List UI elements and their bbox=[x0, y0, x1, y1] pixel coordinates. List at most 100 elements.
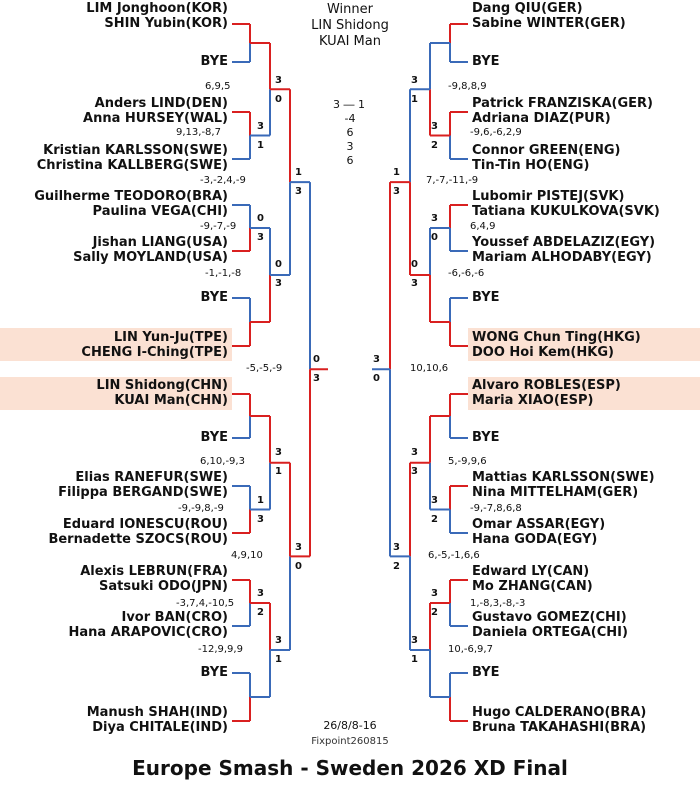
right-set-count: 3 bbox=[411, 278, 418, 289]
left-set-count: 3 bbox=[275, 278, 282, 289]
right-entry-9-player-2: Maria XIAO(ESP) bbox=[472, 393, 594, 408]
right-entry-7-bye: BYE bbox=[472, 290, 500, 305]
right-set-count: 3 bbox=[431, 588, 438, 599]
date-label: 26/8/8-16 bbox=[323, 719, 377, 732]
right-entry-5-player-2: Tatiana KUKULKOVA(SVK) bbox=[472, 204, 660, 219]
left-entry-16-player-2: Diya CHITALE(IND) bbox=[92, 720, 228, 735]
right-entry-9-player-1: Alvaro ROBLES(ESP) bbox=[472, 378, 621, 393]
left-entry-16-player-1: Manush SHAH(IND) bbox=[86, 705, 228, 720]
left-set-count: 3 bbox=[313, 373, 320, 384]
left-score: -9,-7,-9 bbox=[200, 221, 237, 232]
left-entry-4-player-2: Christina KALLBERG(SWE) bbox=[36, 158, 228, 173]
left-entry-8-player-2: CHENG I-Ching(TPE) bbox=[81, 345, 228, 360]
right-set-count: 3 bbox=[431, 213, 438, 224]
left-entry-13-player-2: Satsuki ODO(JPN) bbox=[99, 579, 228, 594]
right-set-count: 3 bbox=[411, 447, 418, 458]
right-entry-3-player-1: Patrick FRANZISKA(GER) bbox=[472, 96, 653, 111]
left-score: -3,7,4,-10,5 bbox=[176, 598, 235, 609]
right-set-count: 2 bbox=[393, 561, 400, 572]
right-entry-4-player-1: Connor GREEN(ENG) bbox=[472, 143, 621, 158]
left-set-count: 3 bbox=[257, 514, 264, 525]
left-entry-13-player-1: Alexis LEBRUN(FRA) bbox=[80, 564, 228, 579]
winner-player-2: KUAI Man bbox=[319, 34, 381, 49]
left-entry-11-player-1: Elias RANEFUR(SWE) bbox=[75, 470, 228, 485]
right-entry-8-player-1: WONG Chun Ting(HKG) bbox=[472, 330, 641, 345]
left-score: 6,10,-9,3 bbox=[200, 456, 245, 467]
left-score: -3,-2,4,-9 bbox=[200, 175, 246, 186]
left-entry-12-player-1: Eduard IONESCU(ROU) bbox=[62, 517, 228, 532]
left-set-count: 1 bbox=[295, 167, 302, 178]
left-entry-6-player-2: Sally MOYLAND(USA) bbox=[73, 250, 228, 265]
right-set-count: 2 bbox=[431, 607, 438, 618]
right-entry-12-player-2: Hana GODA(EGY) bbox=[472, 532, 598, 547]
left-score: -9,-9,8,-9 bbox=[178, 503, 224, 514]
right-entry-13-player-2: Mo ZHANG(CAN) bbox=[472, 579, 593, 594]
left-entry-6-player-1: Jishan LIANG(USA) bbox=[92, 235, 228, 250]
winner-player-1: LIN Shidong bbox=[311, 18, 389, 33]
left-set-count: 2 bbox=[257, 607, 264, 618]
right-set-count: 1 bbox=[411, 654, 418, 665]
right-set-count: 3 bbox=[411, 635, 418, 646]
left-set-count: 0 bbox=[313, 354, 320, 365]
right-set-count: 1 bbox=[393, 167, 400, 178]
final-game-score: 3 bbox=[346, 140, 354, 153]
right-entry-1-player-1: Dang QIU(GER) bbox=[472, 1, 583, 16]
left-entry-14-player-2: Hana ARAPOVIC(CRO) bbox=[68, 625, 229, 640]
right-entry-6-player-2: Mariam ALHODABY(EGY) bbox=[472, 250, 652, 265]
left-set-count: 0 bbox=[275, 259, 282, 270]
left-score: 9,13,-8,7 bbox=[176, 127, 221, 138]
left-set-count: 0 bbox=[275, 94, 282, 105]
right-set-count: 2 bbox=[431, 140, 438, 151]
right-entry-1-player-2: Sabine WINTER(GER) bbox=[472, 16, 626, 31]
right-entry-12-player-1: Omar ASSAR(EGY) bbox=[472, 517, 606, 532]
right-score: -9,-7,8,6,8 bbox=[470, 503, 522, 514]
left-set-count: 3 bbox=[275, 75, 282, 86]
left-entry-7-bye: BYE bbox=[200, 290, 229, 305]
right-entry-14-player-1: Gustavo GOMEZ(CHI) bbox=[472, 610, 627, 625]
left-set-count: 0 bbox=[295, 561, 302, 572]
left-score: -12,9,9,9 bbox=[198, 644, 243, 655]
left-entry-8-player-1: LIN Yun-Ju(TPE) bbox=[113, 330, 228, 345]
right-set-count: 0 bbox=[431, 232, 438, 243]
left-set-count: 1 bbox=[257, 140, 264, 151]
left-set-count: 1 bbox=[275, 466, 282, 477]
left-entry-9-player-2: KUAI Man(CHN) bbox=[114, 393, 228, 408]
right-entry-15-bye: BYE bbox=[472, 665, 500, 680]
left-entry-9-player-1: LIN Shidong(CHN) bbox=[96, 378, 228, 393]
left-entry-1-player-2: SHIN Yubin(KOR) bbox=[104, 16, 228, 31]
right-score: -9,6,-6,2,9 bbox=[470, 127, 522, 138]
left-entry-3-player-1: Anders LIND(DEN) bbox=[94, 96, 228, 111]
left-set-count: 3 bbox=[257, 232, 264, 243]
right-entry-10-bye: BYE bbox=[472, 430, 500, 445]
right-score: 5,-9,9,6 bbox=[448, 456, 487, 467]
left-entry-10-bye: BYE bbox=[200, 430, 229, 445]
right-set-count: 0 bbox=[373, 373, 380, 384]
left-score: 6,9,5 bbox=[205, 81, 231, 92]
right-entry-13-player-1: Edward LY(CAN) bbox=[472, 564, 590, 579]
left-score: 4,9,10 bbox=[231, 550, 263, 561]
right-set-count: 3 bbox=[411, 75, 418, 86]
left-entry-5-player-1: Guilherme TEODORO(BRA) bbox=[34, 189, 228, 204]
right-set-count: 3 bbox=[431, 495, 438, 506]
right-set-count: 3 bbox=[431, 121, 438, 132]
highlight-lin-cheng bbox=[0, 328, 232, 361]
right-score: 1,-8,3,-8,-3 bbox=[470, 598, 526, 609]
right-score: 7,-7,-11,-9 bbox=[426, 175, 479, 186]
left-score: -1,-1,-8 bbox=[205, 268, 242, 279]
right-set-count: 0 bbox=[411, 259, 418, 270]
left-entry-15-bye: BYE bbox=[200, 665, 229, 680]
right-score: 10,-6,9,7 bbox=[448, 644, 493, 655]
final-game-score: -4 bbox=[344, 112, 356, 125]
final-score-line: 3 ― 1 bbox=[333, 98, 365, 111]
right-score: 6,-5,-1,6,6 bbox=[428, 550, 480, 561]
highlight-wong-doo bbox=[468, 328, 700, 361]
left-entry-2-bye: BYE bbox=[200, 54, 229, 69]
left-set-count: 3 bbox=[257, 121, 264, 132]
right-entry-11-player-1: Mattias KARLSSON(SWE) bbox=[472, 470, 655, 485]
final-game-score: 6 bbox=[346, 126, 354, 139]
highlight-robles-xiao bbox=[468, 377, 700, 410]
right-score: -9,8,8,9 bbox=[448, 81, 487, 92]
right-score: 6,4,9 bbox=[470, 221, 496, 232]
right-set-count: 3 bbox=[373, 354, 380, 365]
